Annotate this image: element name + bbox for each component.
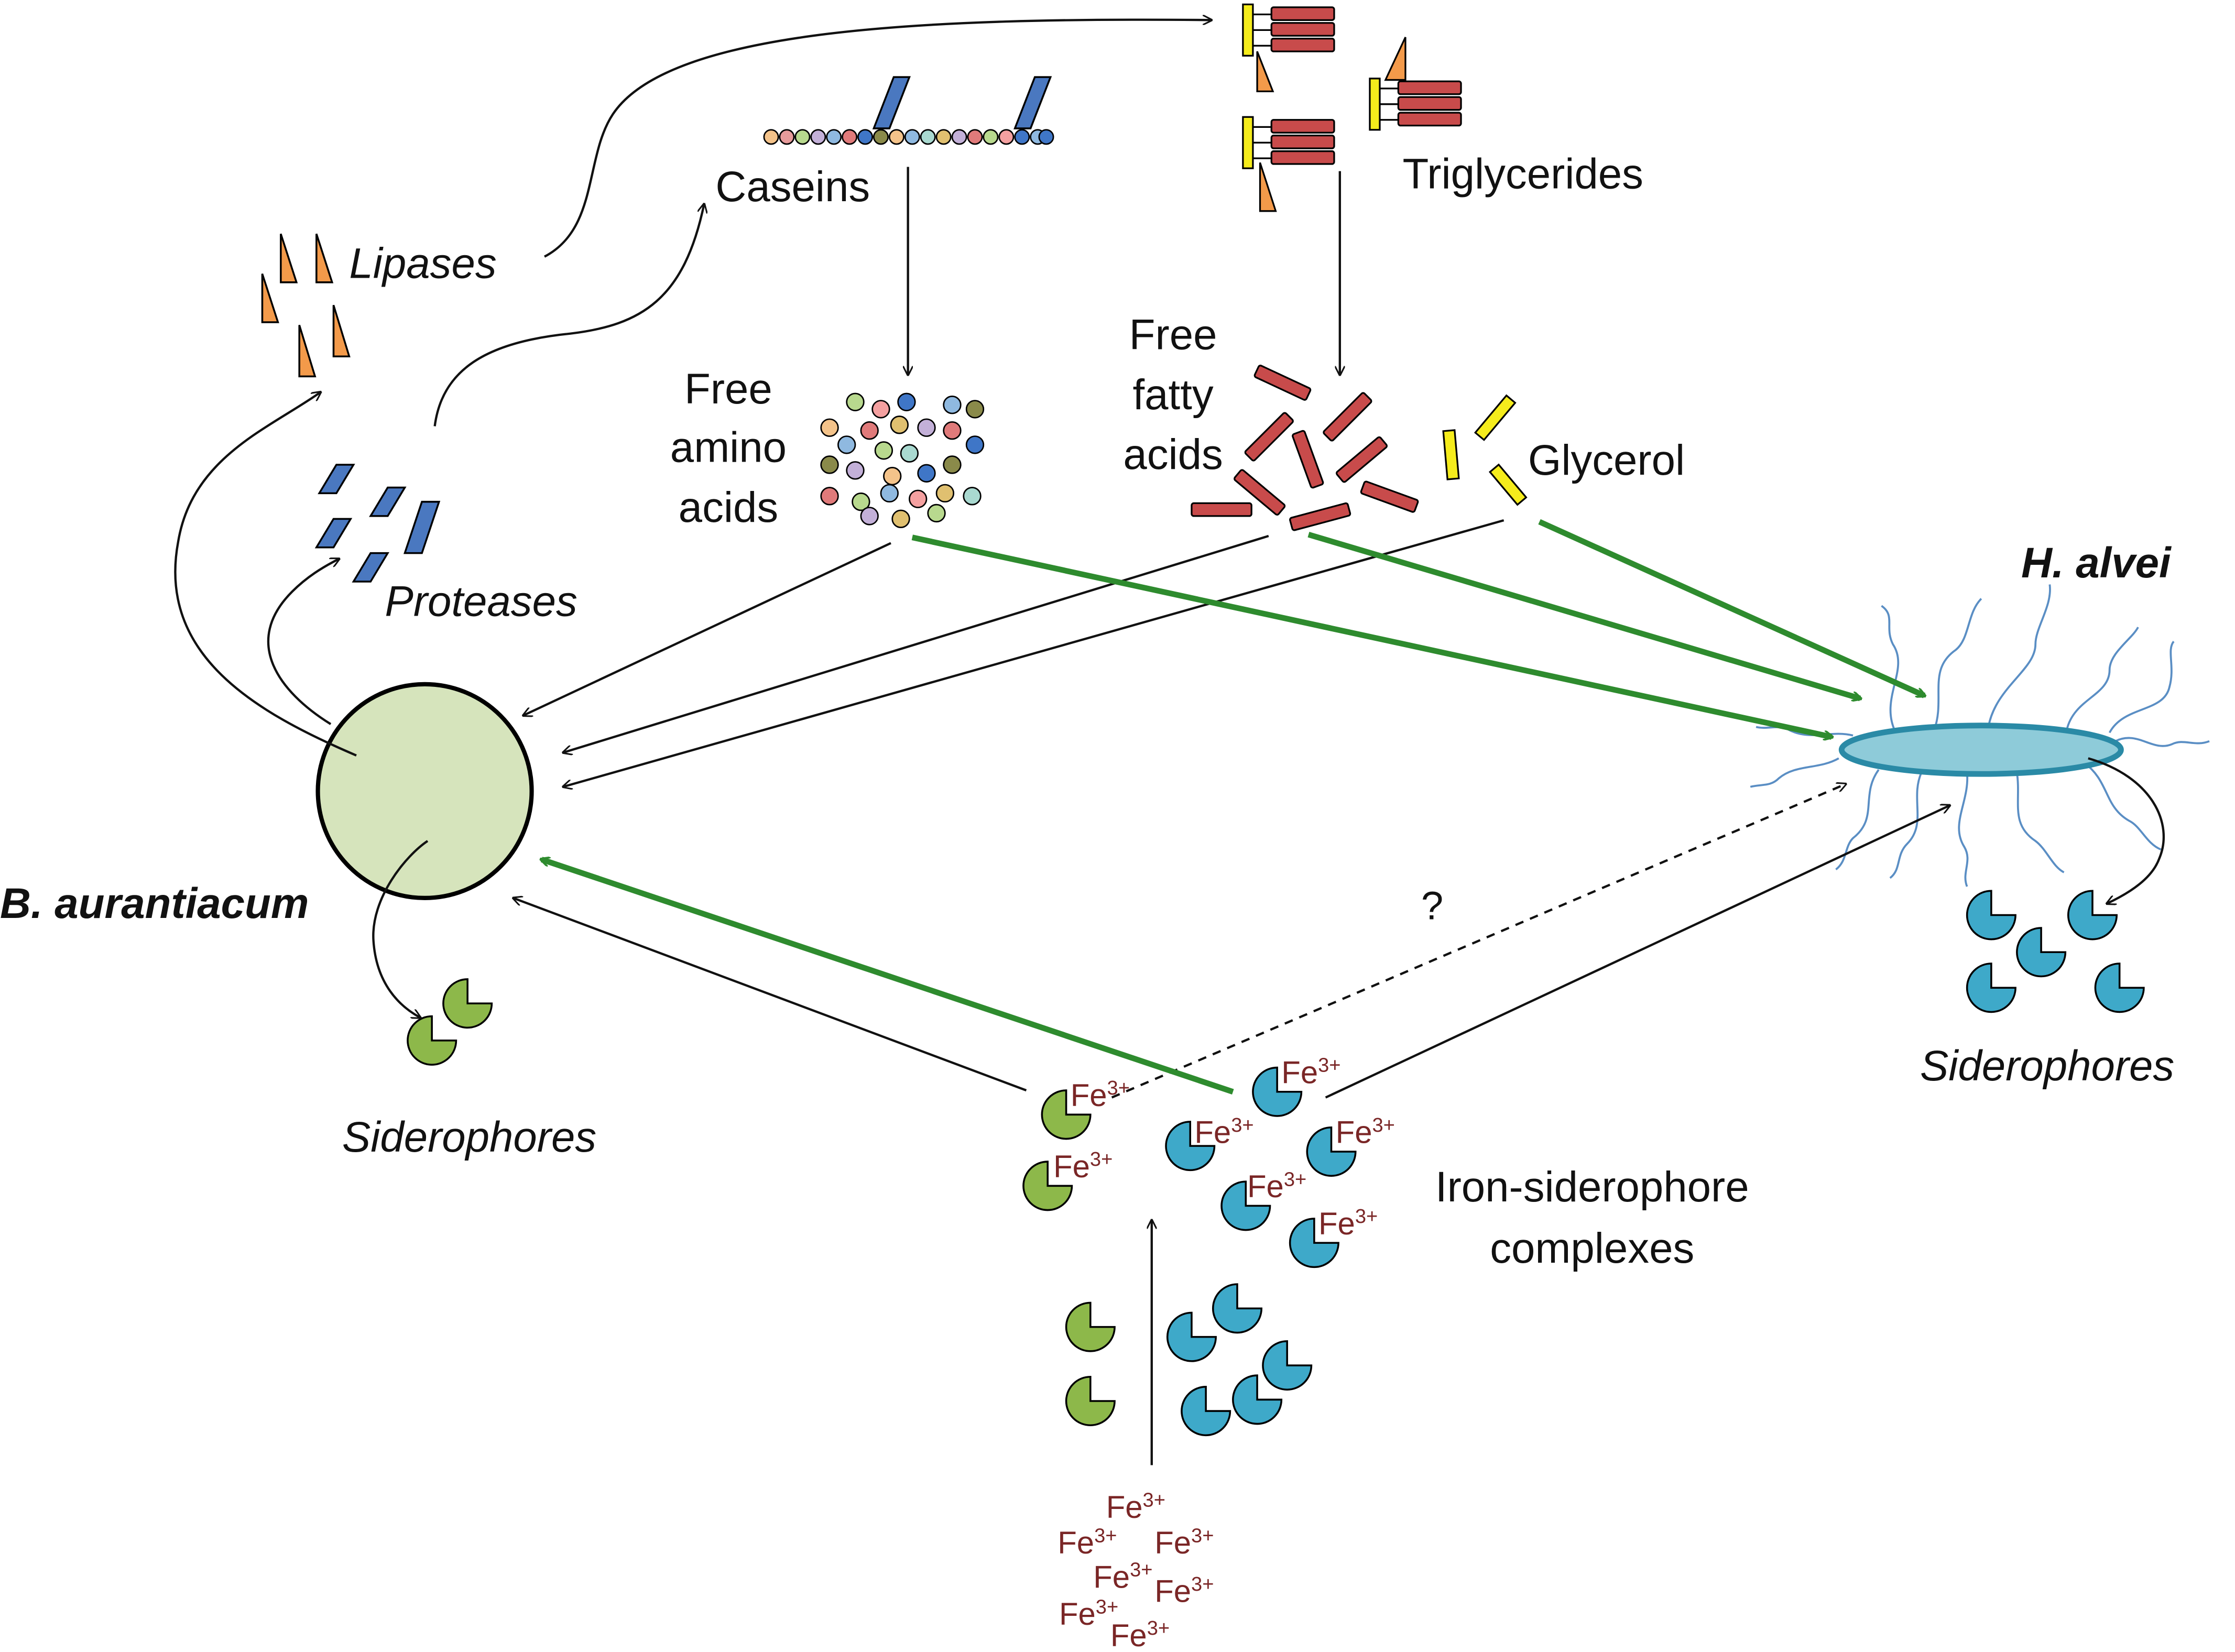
siderophore-icon bbox=[2094, 962, 2145, 1013]
triglyceride-molecule bbox=[1242, 116, 1335, 212]
iron-label: Fe3+ bbox=[1194, 1114, 1253, 1150]
svg-text:acids: acids bbox=[679, 484, 778, 531]
arrow-fatty-acids-to-b-aurantiacum bbox=[563, 534, 1269, 752]
arrow-h-alvei-to-right-siderophores bbox=[2088, 757, 2165, 903]
protease-icon bbox=[314, 518, 353, 549]
iron-label: Fe3+ bbox=[1247, 1168, 1306, 1204]
siderophore-icon bbox=[2016, 927, 2067, 978]
iron-label: Fe3+ bbox=[1154, 1525, 1214, 1560]
siderophore-icon bbox=[1262, 1340, 1313, 1391]
glycerol-cluster bbox=[1442, 394, 1528, 506]
protease-icons bbox=[314, 464, 441, 583]
siderophore-icon bbox=[407, 1015, 457, 1066]
proteases-label: Proteases bbox=[385, 577, 577, 625]
siderophore-icon bbox=[1966, 962, 2016, 1013]
iron-label: Fe3+ bbox=[1057, 1525, 1117, 1560]
arrow-proteases-to-caseins bbox=[433, 204, 704, 426]
green-arrow-glycerol-to-h-alvei bbox=[1538, 519, 1924, 698]
svg-text:acids: acids bbox=[1123, 431, 1223, 478]
siderophore-icon bbox=[1166, 1311, 1217, 1362]
arrow-cell-to-proteases bbox=[267, 559, 339, 725]
svg-text:amino: amino bbox=[670, 424, 787, 472]
svg-text:Free: Free bbox=[684, 365, 772, 413]
casein-bound-proteases bbox=[872, 76, 1052, 129]
svg-text:fatty: fatty bbox=[1132, 371, 1213, 419]
green-arrow-fatty-acids-to-h-alvei bbox=[1307, 532, 1860, 698]
arrow-glycerol-to-b-aurantiacum bbox=[563, 519, 1504, 787]
siderophore-icon bbox=[1212, 1283, 1262, 1334]
iron-label: Fe3+ bbox=[1110, 1617, 1170, 1652]
free-fatty-acids-label: Free fatty acids bbox=[1123, 311, 1223, 478]
arrow-lipases-to-triglycerides bbox=[544, 20, 1212, 258]
siderophore-icon bbox=[1181, 1386, 1231, 1437]
triglyceride-molecule bbox=[1242, 3, 1335, 92]
siderophore-icon bbox=[1232, 1374, 1283, 1425]
iron-label: Fe3+ bbox=[1154, 1573, 1214, 1609]
question-mark: ? bbox=[1421, 884, 1443, 928]
arrow-cell-to-lipases bbox=[174, 392, 357, 757]
green-arrow-amino-acids-to-h-alvei bbox=[911, 534, 1831, 737]
triglycerides-label: Triglycerides bbox=[1403, 150, 1643, 198]
iron-siderophore-complexes-label: Iron-siderophore complexes bbox=[1435, 1163, 1749, 1272]
iron-labels-complexes: Fe3+ Fe3+ Fe3+ Fe3+ Fe3+ Fe3+ Fe3+ bbox=[1053, 1055, 1395, 1241]
green-arrows bbox=[542, 519, 1924, 1095]
arrow-complexes-to-b-aurantiacum bbox=[513, 898, 1027, 1092]
free-siderophores-bottom bbox=[1065, 1283, 1313, 1437]
siderophores-right-label: Siderophores bbox=[1920, 1042, 2174, 1090]
lipase-icon bbox=[261, 273, 279, 323]
siderophores-right-icons bbox=[1966, 890, 2145, 1013]
iron-label: Fe3+ bbox=[1053, 1148, 1113, 1184]
siderophore-icon bbox=[442, 978, 493, 1029]
svg-text:Free: Free bbox=[1129, 311, 1217, 359]
h-alvei-cell bbox=[1838, 723, 2124, 777]
siderophore-icon bbox=[1065, 1301, 1116, 1352]
iron-label: Fe3+ bbox=[1336, 1114, 1395, 1150]
triglyceride-molecule bbox=[1369, 37, 1462, 131]
arrow-amino-acids-to-b-aurantiacum bbox=[523, 542, 891, 716]
caseins-label: Caseins bbox=[715, 163, 870, 211]
iron-label: Fe3+ bbox=[1106, 1489, 1165, 1525]
arrow-complexes-to-h-alvei-uncertain bbox=[1111, 784, 1846, 1099]
h-alvei-label: H. alvei bbox=[2021, 539, 2172, 587]
glycerol-label: Glycerol bbox=[1528, 436, 1685, 484]
iron-label: Fe3+ bbox=[1093, 1559, 1152, 1595]
arrow-complexes-to-h-alvei bbox=[1325, 805, 1950, 1099]
free-amino-acid-cluster bbox=[820, 392, 985, 529]
siderophores-left-icons bbox=[407, 978, 493, 1066]
free-fatty-acid-cluster bbox=[1191, 365, 1419, 531]
casein-chain bbox=[763, 129, 1054, 145]
b-aurantiacum-label: B. aurantiacum bbox=[0, 880, 309, 927]
lipase-icon bbox=[298, 324, 317, 378]
siderophore-icon bbox=[1065, 1376, 1116, 1427]
protease-icon bbox=[369, 486, 407, 517]
protease-icon bbox=[318, 464, 355, 495]
iron-label: Fe3+ bbox=[1281, 1055, 1340, 1090]
siderophores-left-label: Siderophores bbox=[342, 1113, 596, 1161]
iron-label: Fe3+ bbox=[1318, 1206, 1378, 1241]
lipase-icon bbox=[280, 233, 298, 283]
siderophore-icon bbox=[1966, 890, 2016, 940]
protease-icon bbox=[352, 552, 389, 583]
lipase-icon bbox=[315, 233, 334, 283]
lipases-label: Lipases bbox=[349, 240, 496, 288]
protease-icon bbox=[404, 500, 441, 554]
iron-label: Fe3+ bbox=[1059, 1596, 1118, 1632]
siderophore-icon bbox=[2067, 890, 2118, 940]
lipase-icons bbox=[261, 233, 351, 378]
svg-text:complexes: complexes bbox=[1490, 1224, 1694, 1272]
b-aurantiacum-cell bbox=[315, 682, 534, 900]
free-amino-acids-label: Free amino acids bbox=[670, 365, 787, 531]
free-iron-cluster: Fe3+ Fe3+ Fe3+ Fe3+ Fe3+ Fe3+ Fe3+ bbox=[1057, 1489, 1214, 1652]
green-arrow-complexes-to-b-aurantiacum bbox=[542, 859, 1234, 1095]
svg-text:Iron-siderophore: Iron-siderophore bbox=[1435, 1163, 1749, 1211]
arrow-cell-to-left-siderophores bbox=[372, 840, 429, 1018]
black-arrows bbox=[174, 20, 2165, 1465]
lipase-icon bbox=[332, 304, 351, 358]
iron-label: Fe3+ bbox=[1071, 1077, 1130, 1113]
iron-siderophore-complex-icons bbox=[1022, 1066, 1357, 1268]
